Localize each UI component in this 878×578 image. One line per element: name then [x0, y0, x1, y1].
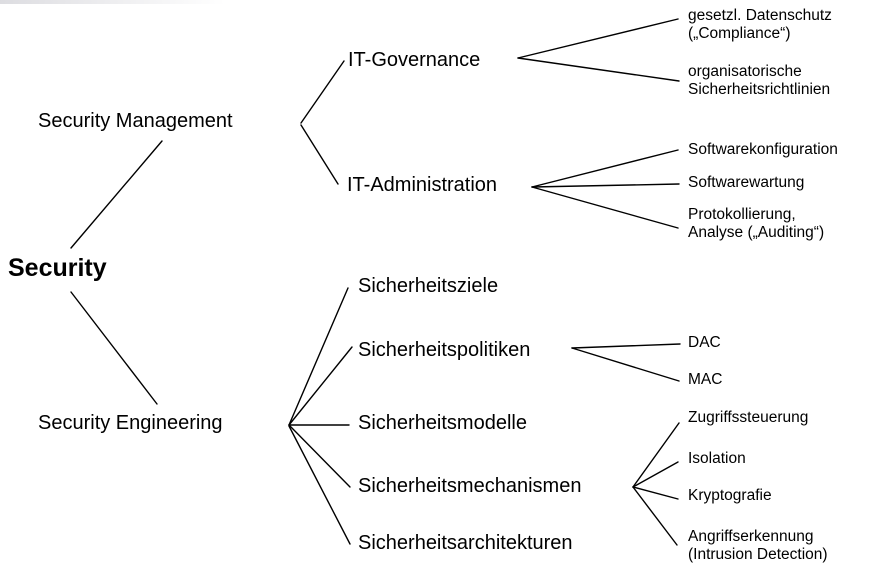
node-mac: MAC	[688, 371, 723, 388]
node-dac: DAC	[688, 334, 721, 351]
edge-it-governance-to-datenschutz	[517, 18, 679, 59]
node-it-administration: IT-Administration	[347, 174, 498, 196]
node-organisatorische-sicherheitsrichtlinien: organisatorische Sicherheitsrichtlinien	[688, 63, 831, 98]
node-isolation: Isolation	[688, 450, 746, 467]
edge-it-administration-to-softwarewartung	[531, 183, 680, 188]
node-zugriffssteuerung: Zugriffssteuerung	[688, 409, 809, 426]
node-security: Security	[8, 254, 107, 282]
edge-engineering-to-ziele	[288, 287, 349, 426]
edge-mechanismen-to-angriffserkennung	[632, 486, 678, 546]
edge-engineering-to-politiken	[288, 346, 353, 426]
edge-it-administration-to-softwarekonfiguration	[531, 149, 679, 188]
node-angriffserkennung-intrusion-detection: Angriffserkennung (Intrusion Detection)	[688, 528, 828, 563]
node-it-governance: IT-Governance	[348, 49, 481, 71]
edge-management-to-it-administration	[300, 124, 339, 185]
node-gesetzl-datenschutz-compliance: gesetzl. Datenschutz („Compliance“)	[688, 7, 832, 42]
node-sicherheitsziele: Sicherheitsziele	[358, 275, 499, 297]
node-sicherheitsmodelle: Sicherheitsmodelle	[358, 412, 527, 434]
edge-politiken-to-dac	[571, 343, 681, 349]
edge-mechanismen-to-zugriffssteuerung	[632, 422, 680, 488]
node-security-engineering: Security Engineering	[38, 412, 223, 434]
node-security-management: Security Management	[38, 110, 233, 132]
edge-mechanismen-to-isolation	[632, 461, 679, 488]
node-sicherheitspolitiken: Sicherheitspolitiken	[358, 339, 531, 361]
edge-engineering-to-mechanismen	[288, 424, 351, 488]
edge-management-to-it-governance	[300, 60, 345, 124]
edge-it-governance-to-richtlinien	[517, 57, 680, 82]
edge-it-administration-to-protokollierung	[531, 186, 679, 229]
edge-security-to-management	[70, 140, 163, 249]
edge-politiken-to-mac	[571, 347, 680, 382]
edge-engineering-to-architekturen	[288, 425, 351, 545]
node-sicherheitsmechanismen: Sicherheitsmechanismen	[358, 475, 582, 497]
window-shadow-artifact	[0, 0, 225, 4]
node-kryptografie: Kryptografie	[688, 487, 772, 504]
edge-security-to-engineering	[70, 291, 158, 405]
node-softwarekonfiguration: Softwarekonfiguration	[688, 141, 838, 158]
edge-mechanismen-to-kryptografie	[632, 486, 679, 500]
node-protokollierung-analyse-auditing: Protokollierung, Analyse („Auditing“)	[688, 206, 825, 241]
node-softwarewartung: Softwarewartung	[688, 174, 805, 191]
node-sicherheitsarchitekturen: Sicherheitsarchitekturen	[358, 532, 573, 554]
